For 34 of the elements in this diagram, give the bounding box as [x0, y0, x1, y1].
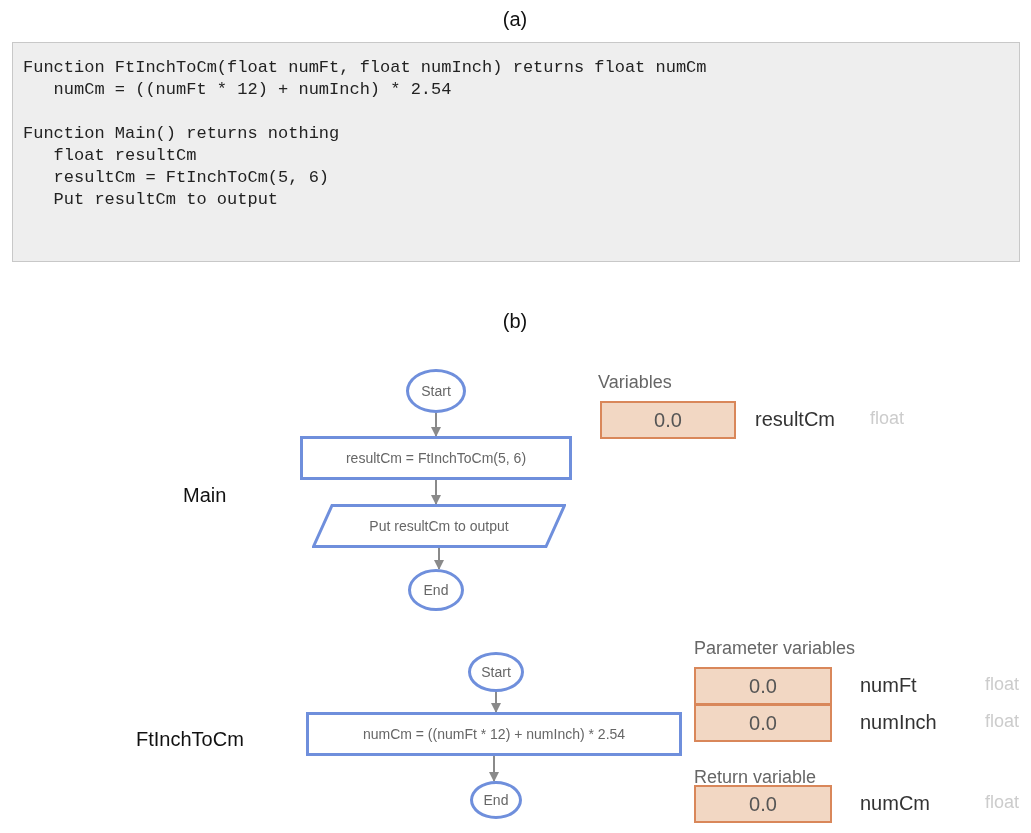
- variable-name: numFt: [860, 674, 917, 697]
- terminal-oval: Start: [406, 369, 466, 413]
- terminal-oval: Start: [468, 652, 524, 692]
- value-box: 0.0: [694, 785, 832, 823]
- code-line: Function Main() returns nothing: [23, 123, 340, 145]
- section-heading: Variables: [598, 372, 672, 393]
- function-name: Main: [183, 484, 227, 507]
- code-line: resultCm = FtInchToCm(5, 6): [52, 167, 330, 189]
- arrow: [491, 691, 501, 713]
- process-box: resultCm = FtInchToCm(5, 6): [300, 436, 572, 480]
- arrow: [434, 547, 444, 570]
- code-line: Put resultCm to output: [52, 189, 279, 211]
- function-name: FtInchToCm: [136, 728, 244, 751]
- section-heading: Return variable: [694, 767, 817, 788]
- terminal-oval: End: [470, 781, 522, 819]
- variable-name: numCm: [860, 792, 930, 815]
- variable-name: resultCm: [755, 408, 835, 431]
- arrow: [431, 479, 441, 505]
- code-listing: [12, 42, 1020, 262]
- section-heading: Parameter variables: [694, 638, 856, 659]
- variable-name: numInch: [860, 711, 937, 734]
- value-box: 0.0: [600, 401, 736, 439]
- panel-label: (a): [502, 8, 528, 31]
- terminal-oval: End: [408, 569, 464, 611]
- arrow: [431, 412, 441, 437]
- panel-label: (b): [502, 310, 528, 333]
- value-box: 0.0: [694, 704, 832, 742]
- arrow: [489, 755, 499, 782]
- code-line: Function FtInchToCm(float numFt, float numInch) returns float numCm: [23, 57, 707, 79]
- code-line: float resultCm: [52, 145, 197, 167]
- code-line: numCm = ((numFt * 12) + numInch) * 2.54: [52, 79, 452, 101]
- process-box: numCm = ((numFt * 12) + numInch) * 2.54: [306, 712, 682, 756]
- value-box: 0.0: [694, 667, 832, 705]
- input-output-parallelogram: Put resultCm to output: [312, 504, 566, 548]
